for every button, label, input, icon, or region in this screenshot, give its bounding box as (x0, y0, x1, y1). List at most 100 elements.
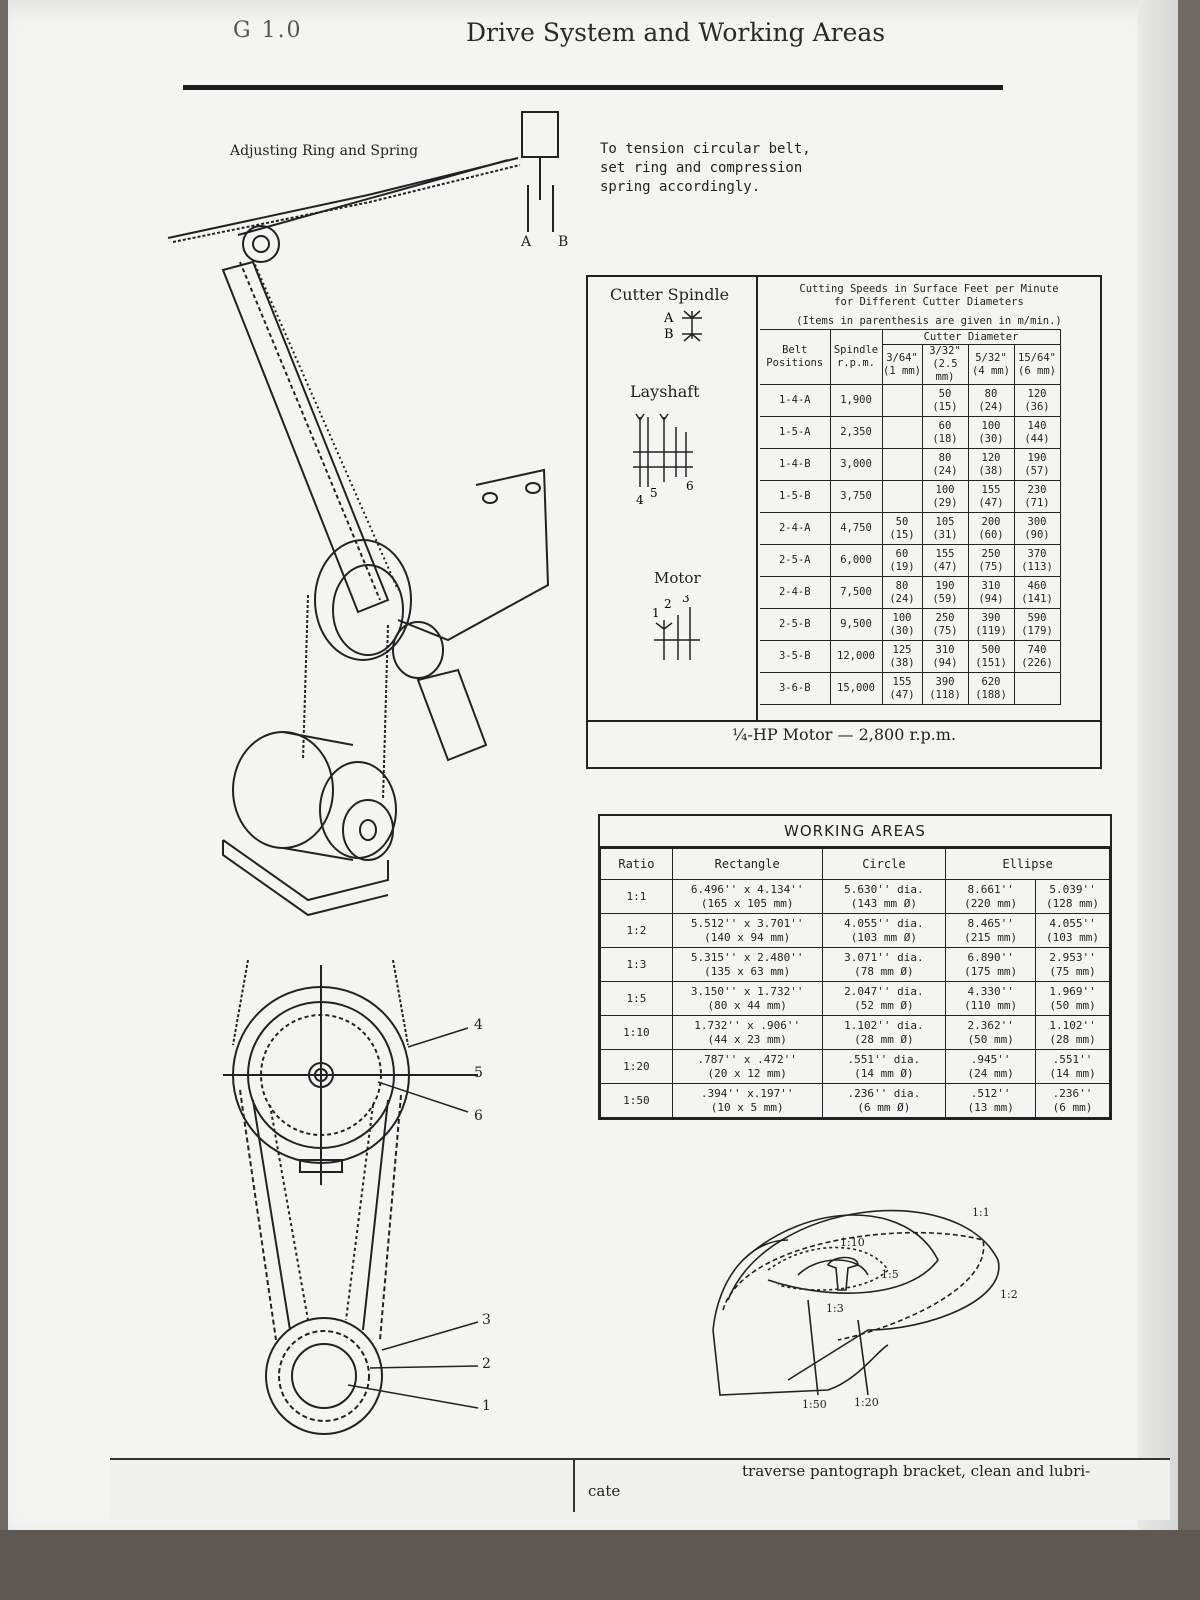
layshaft-code-4: 4 (636, 493, 644, 507)
speed-fpm: 310 (981, 579, 1001, 592)
speed-cell: 500(151) (967, 640, 1015, 673)
speed-cell: 100(30) (881, 608, 923, 641)
speed-cell: 620(188) (967, 672, 1015, 705)
speed-mmin: (30) (889, 624, 915, 637)
spindle-rpm: 9,500 (829, 608, 883, 641)
wa-ellipse-a-mm: (24 mm) (967, 1066, 1014, 1080)
speed-fpm: 590 (1027, 611, 1047, 624)
wa-circle-in: .236'' dia. (847, 1086, 921, 1100)
speed-mmin: (47) (932, 560, 958, 573)
page-title: Drive System and Working Areas (466, 18, 886, 47)
speed-mmin: (75) (978, 560, 1004, 573)
wa-ellipse-a-in: 8.465'' (967, 916, 1014, 930)
speed-table-divider (756, 277, 758, 722)
speed-fpm: 310 (935, 643, 955, 656)
wa-col-ratio: Ratio (600, 848, 673, 880)
tension-note: To tension circular belt, set ring and c… (600, 141, 811, 195)
speed-fpm: 100 (981, 419, 1001, 432)
wa-ellipse-a-mm: (220 mm) (964, 896, 1018, 910)
wa-rectangle: .394'' x.197''(10 x 5 mm) (671, 1083, 823, 1118)
wa-circle-in: 4.055'' dia. (844, 916, 924, 930)
speed-fpm: 300 (1027, 515, 1047, 528)
speed-mmin: (151) (975, 656, 1007, 669)
wa-ellipse-b-in: .551'' (1052, 1052, 1093, 1066)
wa-ellipse-b-mm: (28 mm) (1049, 1032, 1096, 1046)
belt-position: 2-5-B (760, 608, 831, 641)
wa-ellipse-major: 8.465''(215 mm) (945, 913, 1037, 948)
speed-mmin: (47) (889, 688, 915, 701)
speed-cell: 60(19) (881, 544, 923, 577)
speed-mmin: (75) (932, 624, 958, 637)
wa-rect-in: 3.150'' x 1.732'' (690, 984, 804, 998)
footer-text: traverse pantograph bracket, clean and l… (742, 1462, 1091, 1480)
col-spindle-rpm: Spindle r.p.m. (829, 329, 883, 385)
wa-rectangle: .787'' x .472''(20 x 12 mm) (671, 1049, 823, 1084)
spindle-code-a: A (663, 311, 674, 326)
speed-mmin: (36) (1024, 400, 1050, 413)
wa-rect-mm: (20 x 12 mm) (707, 1066, 787, 1080)
col-belt-positions: Belt Positions (760, 329, 831, 385)
wa-circle-mm: (28 mm Ø) (854, 1032, 914, 1046)
spindle-rpm: 3,000 (829, 448, 883, 481)
wa-ellipse-minor: 2.953''(75 mm) (1035, 947, 1110, 982)
speed-fpm: 120 (981, 451, 1001, 464)
speed-fpm: 50 (938, 387, 952, 400)
speed-cell: 120(36) (1013, 384, 1061, 417)
speed-values-table: Belt Positions Spindle r.p.m. Cutter Dia… (760, 329, 1061, 705)
speed-cell: 740(226) (1013, 640, 1061, 673)
section-code: G 1.0 (233, 18, 303, 43)
wa-ratio: 1:5 (600, 981, 673, 1016)
speed-mmin: (15) (889, 528, 915, 541)
footer-text-2: cate (588, 1482, 621, 1500)
wa-ellipse-minor: 4.055''(103 mm) (1035, 913, 1110, 948)
speed-cell: 250(75) (967, 544, 1015, 577)
diameter-header: 15/64"(6 mm) (1013, 344, 1061, 385)
speed-mmin: (94) (932, 656, 958, 669)
motor-code-3: 3 (682, 595, 690, 605)
speed-mmin: (119) (975, 624, 1007, 637)
spindle-code-b: B (664, 327, 674, 342)
wa-ellipse-a-mm: (110 mm) (964, 998, 1018, 1012)
drive-system-drawing (167, 111, 1000, 1435)
wa-rect-in: .394'' x.197'' (700, 1086, 794, 1100)
motor-spec: ¼-HP Motor — 2,800 r.p.m. (731, 725, 957, 744)
speed-mmin: (90) (1024, 528, 1050, 541)
wa-rect-in: .787'' x .472'' (697, 1052, 797, 1066)
speed-fpm: 390 (981, 611, 1001, 624)
layshaft-symbol-icon: 4 5 6 (633, 413, 694, 507)
wa-circle: .551'' dia.(14 mm Ø) (821, 1049, 947, 1084)
cutter-spindle-label: Cutter Spindle (610, 285, 730, 304)
speed-fpm: 190 (1027, 451, 1047, 464)
wa-circle: 3.071'' dia.(78 mm Ø) (821, 947, 947, 982)
spindle-rpm: 3,750 (829, 480, 883, 513)
diameter-inch: 3/32" (929, 345, 961, 357)
wa-rect-mm: (44 x 23 mm) (707, 1032, 787, 1046)
speed-mmin: (141) (1021, 592, 1053, 605)
wa-col-ellipse: Ellipse (945, 848, 1110, 880)
wa-ellipse-b-in: 1.969'' (1049, 984, 1096, 998)
wa-ellipse-b-mm: (6 mm) (1052, 1100, 1093, 1114)
speed-fpm: 500 (981, 643, 1001, 656)
wa-ellipse-a-mm: (175 mm) (964, 964, 1018, 978)
spindle-rpm: 6,000 (829, 544, 883, 577)
diameter-mm: (1 mm) (883, 364, 921, 377)
speed-mmin: (31) (932, 528, 958, 541)
spindle-rpm: 4,750 (829, 512, 883, 545)
speed-cell (881, 448, 923, 481)
speed-heading-line1: Cutting Speeds in Surface Feet per Minut… (799, 283, 1059, 295)
layshaft-code-5: 5 (650, 486, 658, 500)
speed-fpm: 60 (938, 419, 952, 432)
speed-mmin: (59) (932, 592, 958, 605)
speed-cell: 140(44) (1013, 416, 1061, 449)
wa-ellipse-minor: .551''(14 mm) (1035, 1049, 1110, 1084)
speed-cell (881, 480, 923, 513)
wa-circle-mm: (78 mm Ø) (854, 964, 914, 978)
wa-ratio: 1:2 (600, 913, 673, 948)
callout-4: 4 (474, 1017, 483, 1033)
belt-position: 3-5-B (760, 640, 831, 673)
speed-fpm: 190 (935, 579, 955, 592)
speed-cell: 105(31) (921, 512, 969, 545)
